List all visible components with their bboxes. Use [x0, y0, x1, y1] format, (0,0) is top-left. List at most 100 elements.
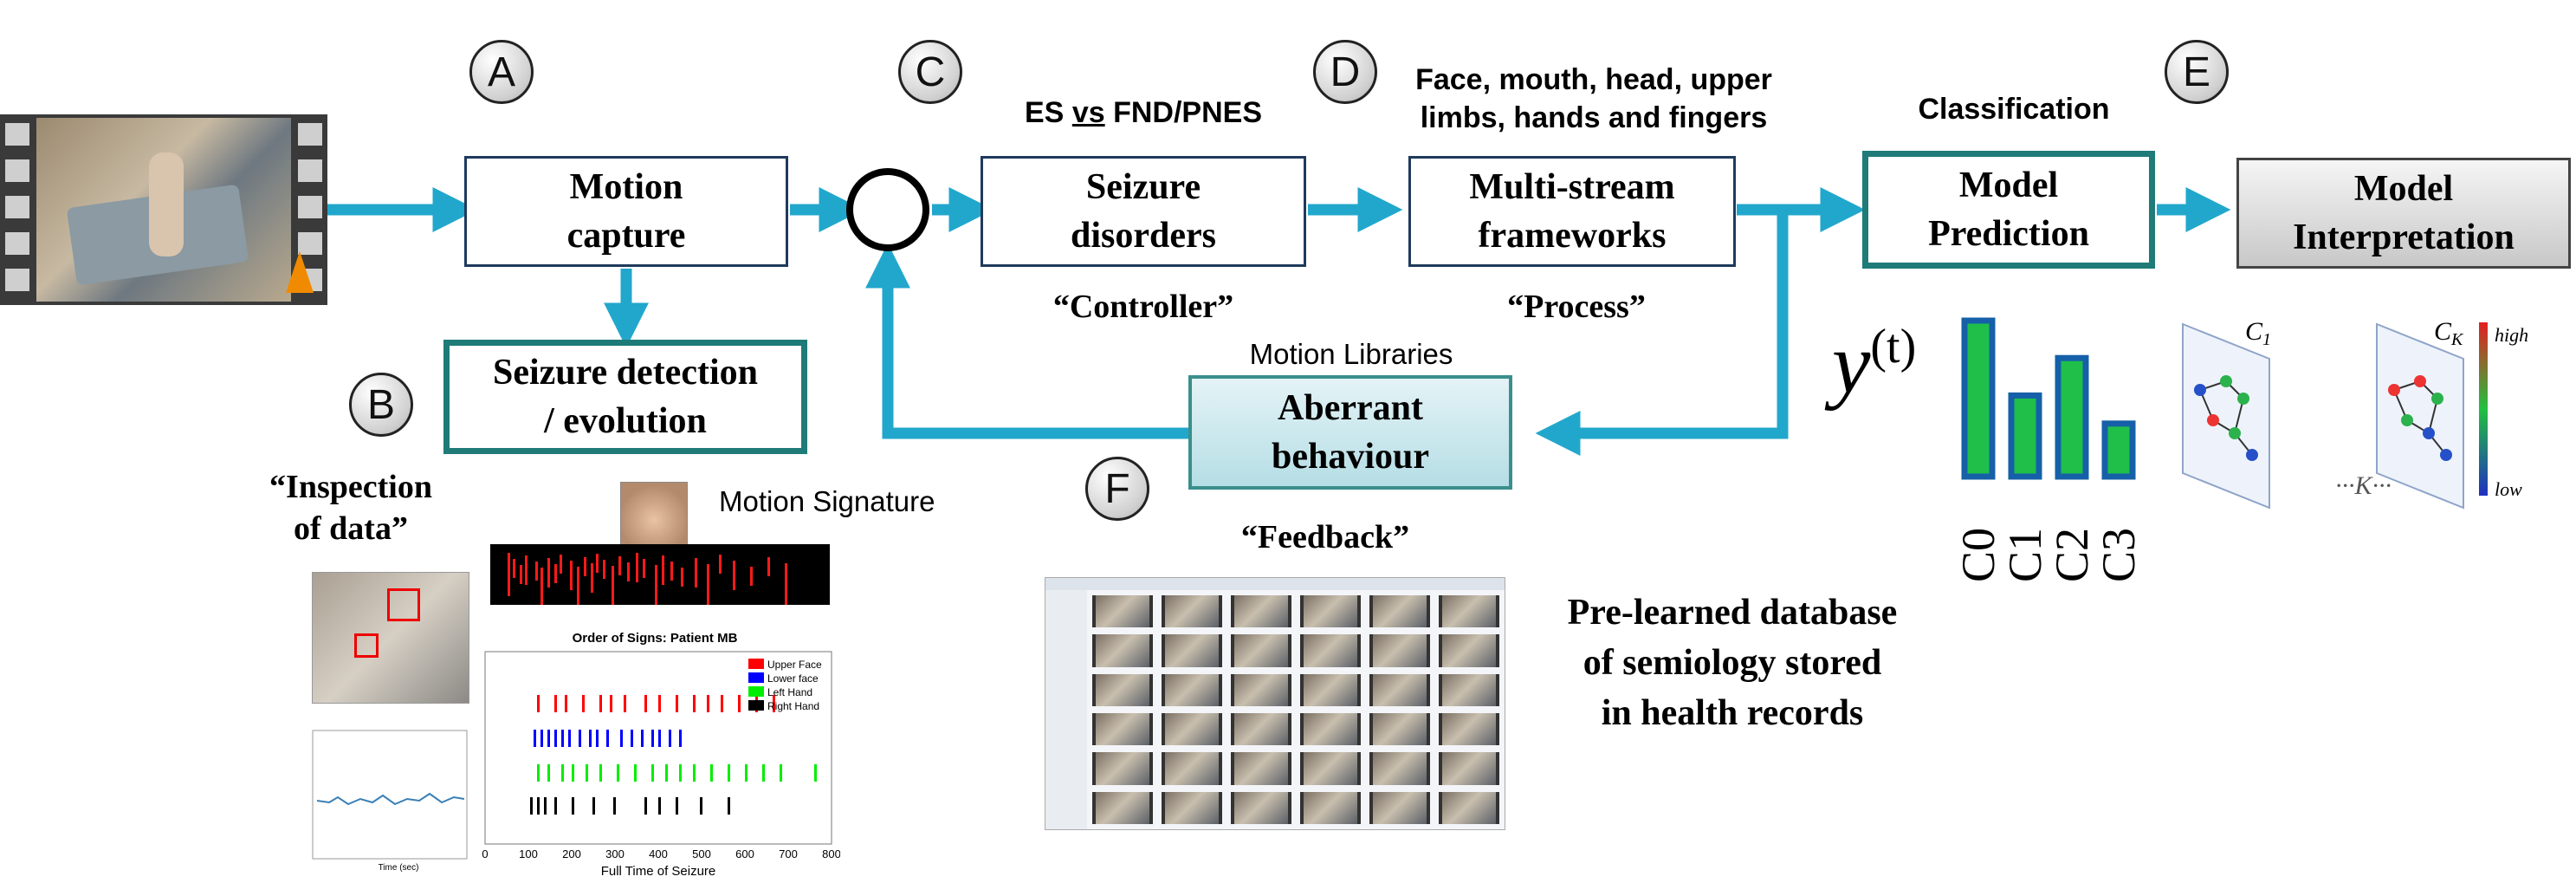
x-tick-label: 600 [735, 847, 754, 860]
step-d-badge: D [1313, 40, 1377, 104]
prediction-bar-label: C3 [2093, 528, 2145, 582]
sign-mark [554, 695, 557, 712]
sign-mark [592, 797, 595, 815]
sign-mark [554, 797, 557, 815]
step-c-badge: C [898, 40, 962, 104]
signature-mark [570, 561, 573, 590]
signature-mark [554, 564, 557, 583]
database-video-tile [1162, 673, 1222, 706]
sign-mark [707, 695, 709, 712]
graph-panel-ck [2376, 322, 2464, 510]
sign-mark [665, 764, 668, 782]
signature-mark [662, 555, 664, 585]
database-video-tile [1300, 673, 1361, 706]
x-tick-label: 100 [519, 847, 538, 860]
sign-mark [582, 695, 585, 712]
patient-figure [149, 153, 184, 256]
signature-mark [767, 557, 770, 576]
scale-low-label: low [2495, 478, 2522, 500]
database-video-tile [1439, 673, 1499, 706]
sign-mark [728, 764, 730, 782]
signature-mark [584, 557, 586, 576]
sign-mark [579, 730, 581, 747]
sign-mark [814, 764, 817, 782]
database-video-tile [1092, 752, 1153, 785]
sign-mark [773, 695, 775, 712]
prediction-bar-label: C2 [2046, 528, 2098, 582]
sign-mark [617, 764, 619, 782]
step-e-badge: E [2165, 40, 2229, 104]
database-video-tile [1162, 752, 1222, 785]
signature-mark [540, 568, 543, 605]
x-tick-label: 800 [822, 847, 840, 860]
sign-mark [700, 797, 702, 815]
database-video-tile [1231, 595, 1291, 628]
signature-mark [603, 560, 605, 579]
sign-mark [634, 764, 637, 782]
sign-mark [554, 730, 557, 747]
database-video-tile [1369, 595, 1430, 628]
legend-label: Left Hand [767, 686, 812, 698]
step-b-badge: B [349, 373, 413, 437]
database-video-tile [1231, 791, 1291, 824]
classification-label: Classification [1918, 93, 2110, 126]
database-video-tile [1162, 791, 1222, 824]
database-video-tile [1300, 791, 1361, 824]
database-video-tile [1162, 595, 1222, 628]
sign-mark [644, 797, 647, 815]
sign-mark [613, 797, 616, 815]
database-video-tile [1369, 791, 1430, 824]
arrow-aberrant-to-junction [865, 243, 1188, 439]
sign-mark [544, 797, 547, 815]
database-video-tile [1369, 673, 1430, 706]
prediction-bar-label: C1 [1999, 528, 2051, 582]
signature-mark [547, 558, 550, 588]
sign-mark [738, 695, 741, 712]
graph-panel-c1 [2182, 322, 2270, 510]
controller-label: “Controller” [1052, 289, 1234, 325]
sign-mark [644, 695, 647, 712]
sign-mark [599, 695, 602, 712]
prediction-bar [2101, 420, 2136, 480]
signature-mark [535, 562, 538, 581]
interpretation-graphs: C1 CK ···K··· high low [2182, 317, 2528, 510]
database-video-tile [1300, 712, 1361, 746]
arrow-feedback-to-aberrant [1535, 210, 1789, 456]
sign-mark [676, 797, 678, 815]
cluster-c1-label: C1 [2245, 317, 2271, 349]
sign-mark [547, 730, 550, 747]
sign-mark [721, 695, 723, 712]
sign-mark [651, 764, 654, 782]
signature-mark [520, 565, 522, 584]
signature-mark [643, 559, 645, 578]
signature-mark [636, 553, 638, 582]
feedback-label: “Feedback” [1240, 519, 1410, 555]
sign-mark [679, 764, 682, 782]
color-scale-bar [2479, 322, 2488, 496]
process-label: “Process” [1507, 289, 1646, 325]
legend-label: Right Hand [767, 700, 819, 712]
database-video-tile [1092, 595, 1153, 628]
sign-mark [620, 730, 623, 747]
sign-mark [534, 730, 536, 747]
database-video-tile [1439, 634, 1499, 667]
sign-mark [693, 695, 696, 712]
signature-mark [785, 563, 787, 605]
sign-mark [676, 695, 678, 712]
signature-mark [513, 559, 515, 578]
x-tick-label: 400 [649, 847, 668, 860]
signature-mark [707, 564, 709, 605]
cluster-ellipsis: ···K··· [2335, 471, 2392, 500]
sign-mark [547, 764, 550, 782]
cluster-ck-label: CK [2434, 317, 2464, 349]
sign-mark [537, 797, 540, 815]
sign-mark [658, 730, 661, 747]
video-scene [36, 118, 291, 302]
database-video-tile [1300, 595, 1361, 628]
